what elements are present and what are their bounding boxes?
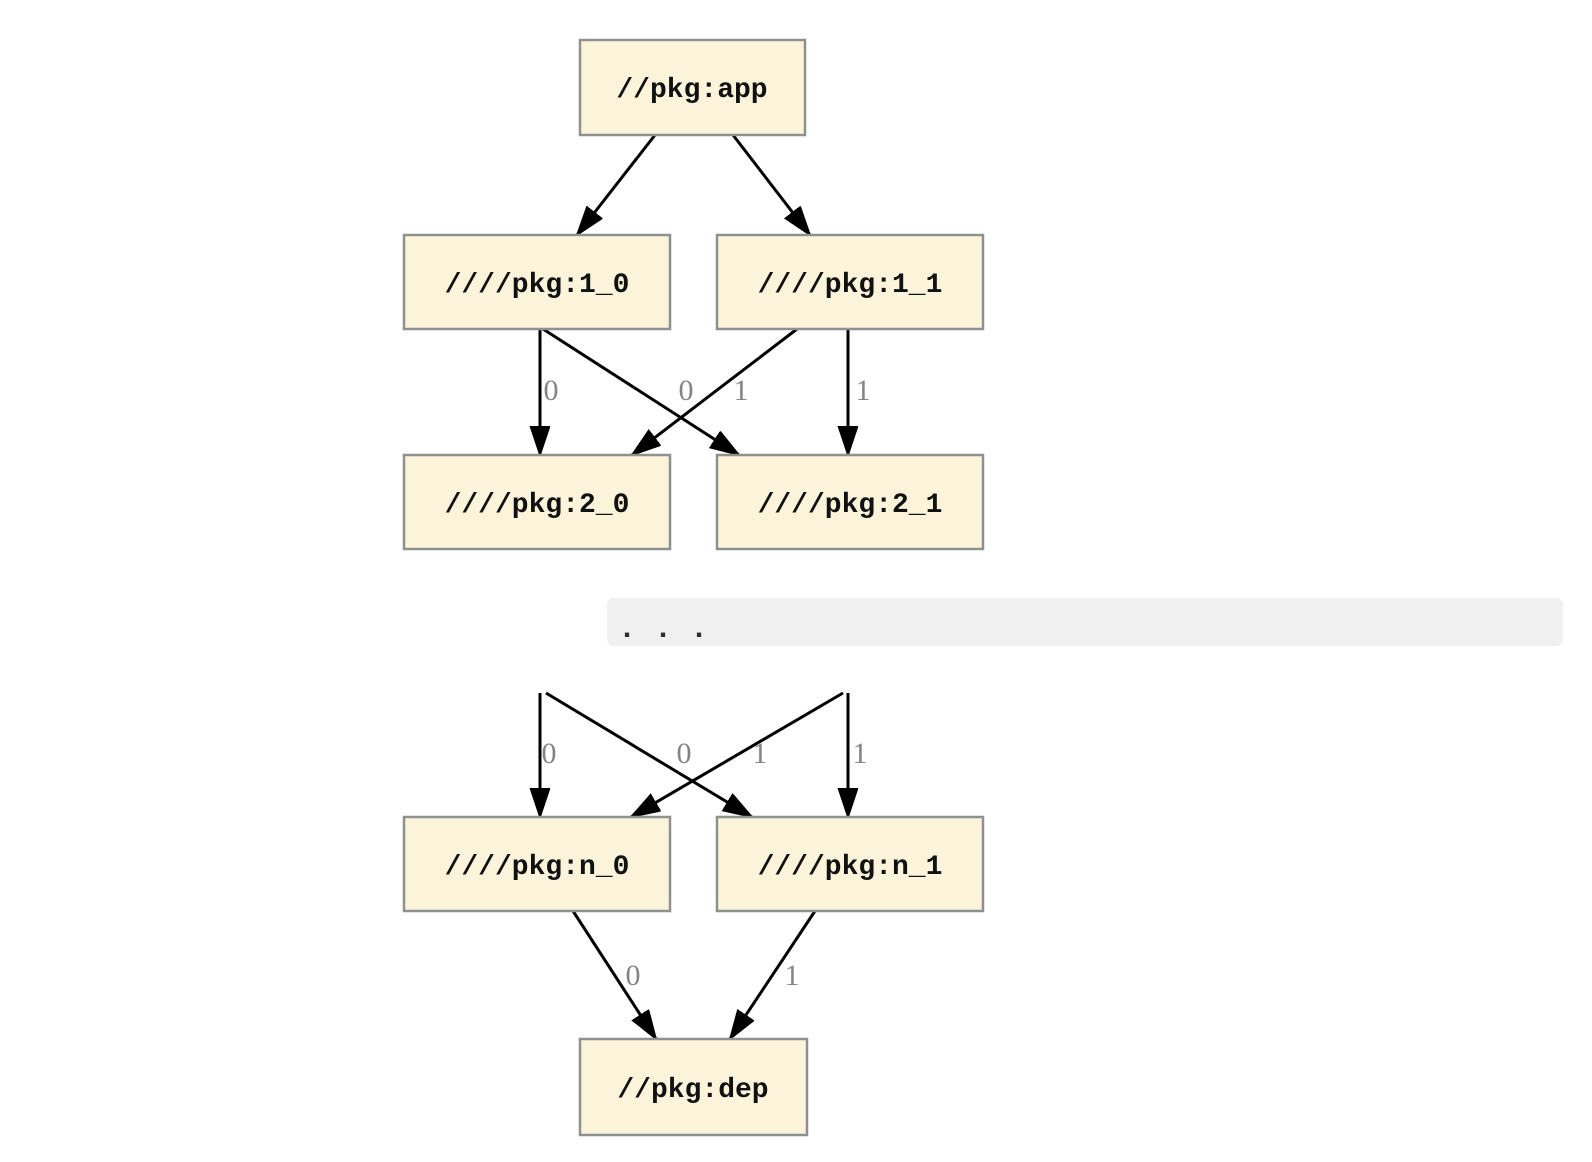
edge-label: 0	[542, 737, 557, 770]
node-pkg-1_1-label: ////pkg:1_1	[758, 270, 943, 301]
ellipsis-text: . . .	[618, 613, 708, 647]
node-dep: //pkg:dep	[578, 1037, 809, 1137]
node-app-label: //pkg:app	[616, 75, 767, 106]
node-pkg-n_0-box	[402, 815, 672, 913]
node-pkg-2_1-label: ////pkg:2_1	[758, 490, 943, 521]
edge-n_1-to-dep	[730, 910, 817, 1039]
edge-label: 1	[856, 374, 871, 407]
node-pkg-2_0-box	[402, 453, 672, 551]
node-pkg-n_1-box	[715, 815, 985, 913]
edge-prev1-to-n_0	[631, 691, 844, 817]
edge-prev0-to-n_1	[545, 691, 752, 817]
edge-label: 1	[734, 374, 749, 407]
edge-app-to-1_1	[731, 134, 810, 235]
node-pkg-n_0-label: ////pkg:n_0	[445, 852, 630, 883]
edge-1_0-to-2_1	[542, 327, 739, 455]
node-pkg-n_1: ////pkg:n_1	[715, 815, 985, 913]
edge-label: 0	[677, 737, 692, 770]
node-pkg-1_0-label: ////pkg:1_0	[445, 270, 630, 301]
node-pkg-n_0: ////pkg:n_0	[402, 815, 672, 913]
ellipsis-band-background	[607, 598, 1563, 646]
edge-1_1-to-2_0	[632, 327, 798, 455]
node-dep-box	[578, 1037, 809, 1137]
edge-label: 1	[853, 737, 868, 770]
edge-n_0-to-dep	[571, 910, 656, 1039]
ellipsis-band: . . .	[607, 598, 1563, 647]
node-pkg-2_0: ////pkg:2_0	[402, 453, 672, 551]
edge-label: 1	[785, 959, 800, 992]
node-dep-label: //pkg:dep	[617, 1075, 768, 1106]
edge-label: 1	[753, 737, 768, 770]
edge-label: 0	[544, 374, 559, 407]
edge-label: 0	[679, 374, 694, 407]
node-pkg-2_1: ////pkg:2_1	[715, 453, 985, 551]
node-pkg-1_1-box	[715, 233, 985, 331]
node-pkg-1_0-box	[402, 233, 672, 331]
node-app: //pkg:app	[578, 38, 807, 137]
node-pkg-n_1-label: ////pkg:n_1	[758, 852, 943, 883]
node-pkg-2_0-label: ////pkg:2_0	[445, 490, 630, 521]
node-pkg-1_0: ////pkg:1_0	[402, 233, 672, 331]
edge-label: 0	[626, 959, 641, 992]
node-app-box	[578, 38, 807, 137]
node-pkg-2_1-box	[715, 453, 985, 551]
edge-app-to-1_0	[577, 134, 657, 235]
node-pkg-1_1: ////pkg:1_1	[715, 233, 985, 331]
